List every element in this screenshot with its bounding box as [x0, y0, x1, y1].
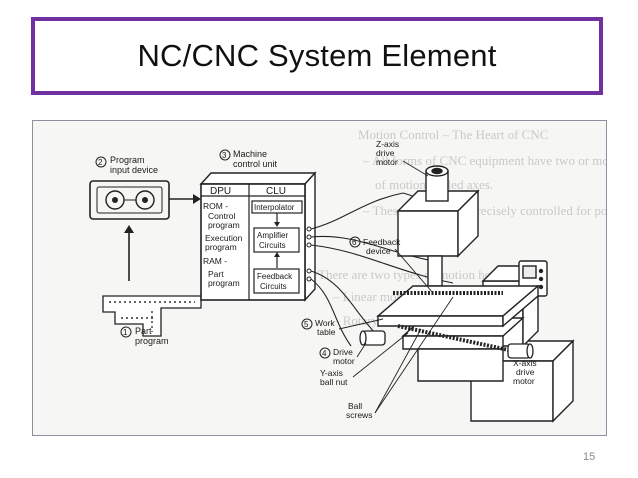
work-table-side — [502, 284, 539, 328]
control-program-2: program — [208, 220, 240, 230]
title-frame: NC/CNC System Element — [31, 17, 603, 95]
x-motor-label-1: X-axis — [513, 358, 537, 368]
number-circle-3 — [219, 149, 231, 161]
part-program-mcu-2: program — [208, 278, 240, 288]
mcu-label-1: Machine — [233, 149, 267, 159]
number-6: 6 — [352, 238, 357, 247]
program-input-label-1: Program — [110, 155, 145, 165]
number-1: 1 — [123, 328, 128, 337]
drive-motor-label-2: motor — [333, 356, 355, 366]
feedback-circuits-box — [253, 268, 300, 294]
part-program-tape: 1 Part program — [102, 295, 202, 346]
program-input-label-2: input device — [110, 165, 158, 175]
number-circle-4 — [319, 347, 331, 359]
ball-screws-label-2: screws — [346, 410, 372, 420]
page-number: 15 — [583, 451, 596, 463]
x-motor-label-2: drive — [516, 367, 535, 377]
ram-label: RAM - — [203, 256, 227, 266]
work-table-front — [377, 315, 504, 327]
number-5: 5 — [304, 320, 309, 329]
feedback-circuits-label-1: Feedback — [257, 272, 293, 281]
number-circle-6 — [349, 236, 361, 248]
work-table-label-1: Work — [315, 318, 335, 328]
number-3: 3 — [222, 151, 227, 160]
mcu-top-face — [199, 172, 317, 185]
slide-title: NC/CNC System Element — [137, 38, 497, 73]
control-program-1: Control — [208, 211, 236, 221]
interpolator-label: Interpolator — [254, 203, 295, 212]
left-reel-hub — [112, 197, 118, 203]
bleed-line-1: Motion Control – The Heart of CNC — [358, 127, 548, 142]
part-program-label-1: Part — [135, 326, 152, 336]
mcu-label-2: control unit — [233, 159, 278, 169]
dpu-header: DPU — [210, 186, 231, 197]
cnc-diagram-svg: Motion Control – The Heart of CNC – All … — [89, 127, 606, 423]
amplifier-label-2: Circuits — [259, 241, 286, 250]
z-motor-icon — [431, 167, 443, 175]
feedback-device-label-1: Feedback — [363, 237, 401, 247]
machine-labels: Z-axis drive motor 6 Feedback device 5 W… — [301, 139, 537, 420]
encoder-window — [522, 265, 537, 279]
execution-program-2: program — [205, 242, 237, 252]
ball-screws-label-1: Ball — [348, 401, 362, 411]
execution-program-1: Execution — [205, 233, 243, 243]
drive-motor-label-1: Drive — [333, 347, 353, 357]
z-motor-label-2: drive — [376, 148, 395, 158]
feedback-circuits-label-2: Circuits — [260, 282, 287, 291]
spindle — [427, 255, 443, 287]
cnc-system-figure: Motion Control – The Heart of CNC – All … — [32, 120, 607, 436]
tape-reader-panel — [96, 186, 163, 214]
ball-screws — [393, 291, 514, 353]
y-ball-nut-label-1: Y-axis — [320, 368, 343, 378]
number-2: 2 — [98, 158, 103, 167]
base-side — [552, 339, 574, 423]
knee-front — [417, 348, 504, 382]
control-cables — [310, 192, 454, 347]
clu-header: CLU — [266, 186, 286, 197]
arrow-part-to-input — [124, 225, 134, 281]
feedback-device-label-2: device — [366, 246, 391, 256]
part-program-mcu-1: Part — [208, 269, 224, 279]
work-table-label-2: table — [317, 327, 336, 337]
amplifier-box — [253, 227, 300, 253]
number-4: 4 — [322, 349, 327, 358]
arrow-input-to-mcu — [169, 194, 201, 204]
head-front — [397, 210, 459, 257]
rom-label: ROM - — [203, 201, 228, 211]
right-reel-hub — [142, 197, 148, 203]
bleed-line-5: There are two types of motion here: — [318, 267, 504, 282]
program-input-device: 2 Program input device — [89, 155, 170, 220]
number-circle-1 — [120, 326, 132, 338]
z-motor-label-1: Z-axis — [376, 139, 399, 149]
drive-motors — [359, 330, 534, 359]
number-circle-5 — [301, 318, 313, 330]
bleed-line-2: – All forms of CNC equipment have two or… — [362, 153, 606, 168]
tape-reader-body — [89, 180, 170, 220]
machine-control-unit: 3 Machine control unit DPU CLU ROM - Con… — [199, 149, 317, 302]
part-program-label-2: program — [135, 336, 169, 346]
number-circle-2 — [95, 156, 107, 168]
x-motor-label-3: motor — [513, 376, 535, 386]
head-side — [457, 189, 479, 258]
z-motor-label-3: motor — [376, 157, 398, 167]
amplifier-label-1: Amplifier — [257, 231, 288, 240]
y-ball-nut-label-2: ball nut — [320, 377, 348, 387]
